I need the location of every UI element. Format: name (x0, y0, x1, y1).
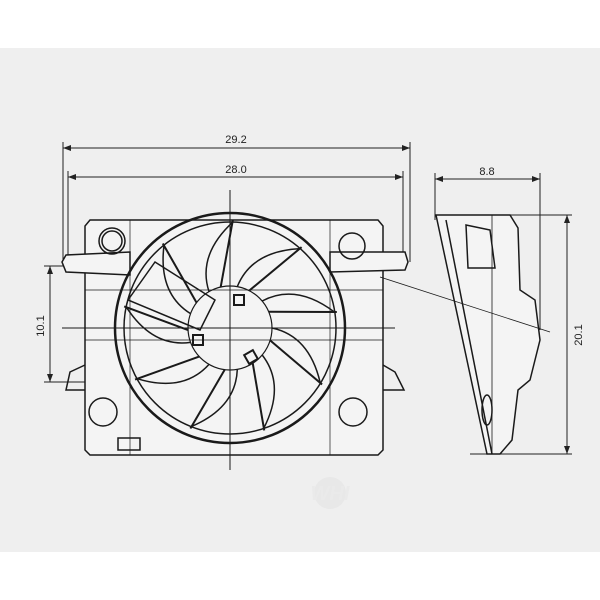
fan-blade (190, 369, 239, 428)
fan-spoke (219, 219, 234, 288)
fan-spoke (189, 369, 226, 429)
fan-blade (261, 293, 336, 313)
side-view (379, 214, 551, 455)
fan-blade (261, 354, 276, 429)
fan-blade (236, 247, 301, 287)
fan-spoke (123, 305, 189, 331)
fan-blade (205, 221, 234, 292)
fan-blade (125, 306, 191, 344)
fan-blade (136, 363, 210, 385)
fan-spoke (248, 246, 303, 292)
fan-blade (162, 244, 191, 315)
svg-text:WHI: WHI (311, 483, 350, 505)
front-view (61, 219, 409, 456)
dimension-depth (434, 173, 541, 330)
dim-label-depth: 8.8 (479, 166, 494, 178)
fan-spoke (269, 339, 323, 386)
fan-spoke (161, 242, 198, 304)
dimension-frame-width (67, 171, 404, 262)
fan-spoke (134, 355, 200, 381)
dim-label-mount-height: 10.1 (35, 315, 47, 336)
whi-watermark-logo: WHI (311, 477, 350, 509)
dimension-mount-height (44, 265, 90, 383)
dim-label-height: 20.1 (573, 324, 585, 345)
dim-label-overall-width: 29.2 (225, 134, 246, 146)
dim-label-frame-width: 28.0 (225, 164, 246, 176)
fan (62, 190, 395, 470)
fan-blade (271, 327, 322, 384)
dimension-overall-width (62, 142, 411, 262)
fan-spoke (251, 363, 266, 431)
